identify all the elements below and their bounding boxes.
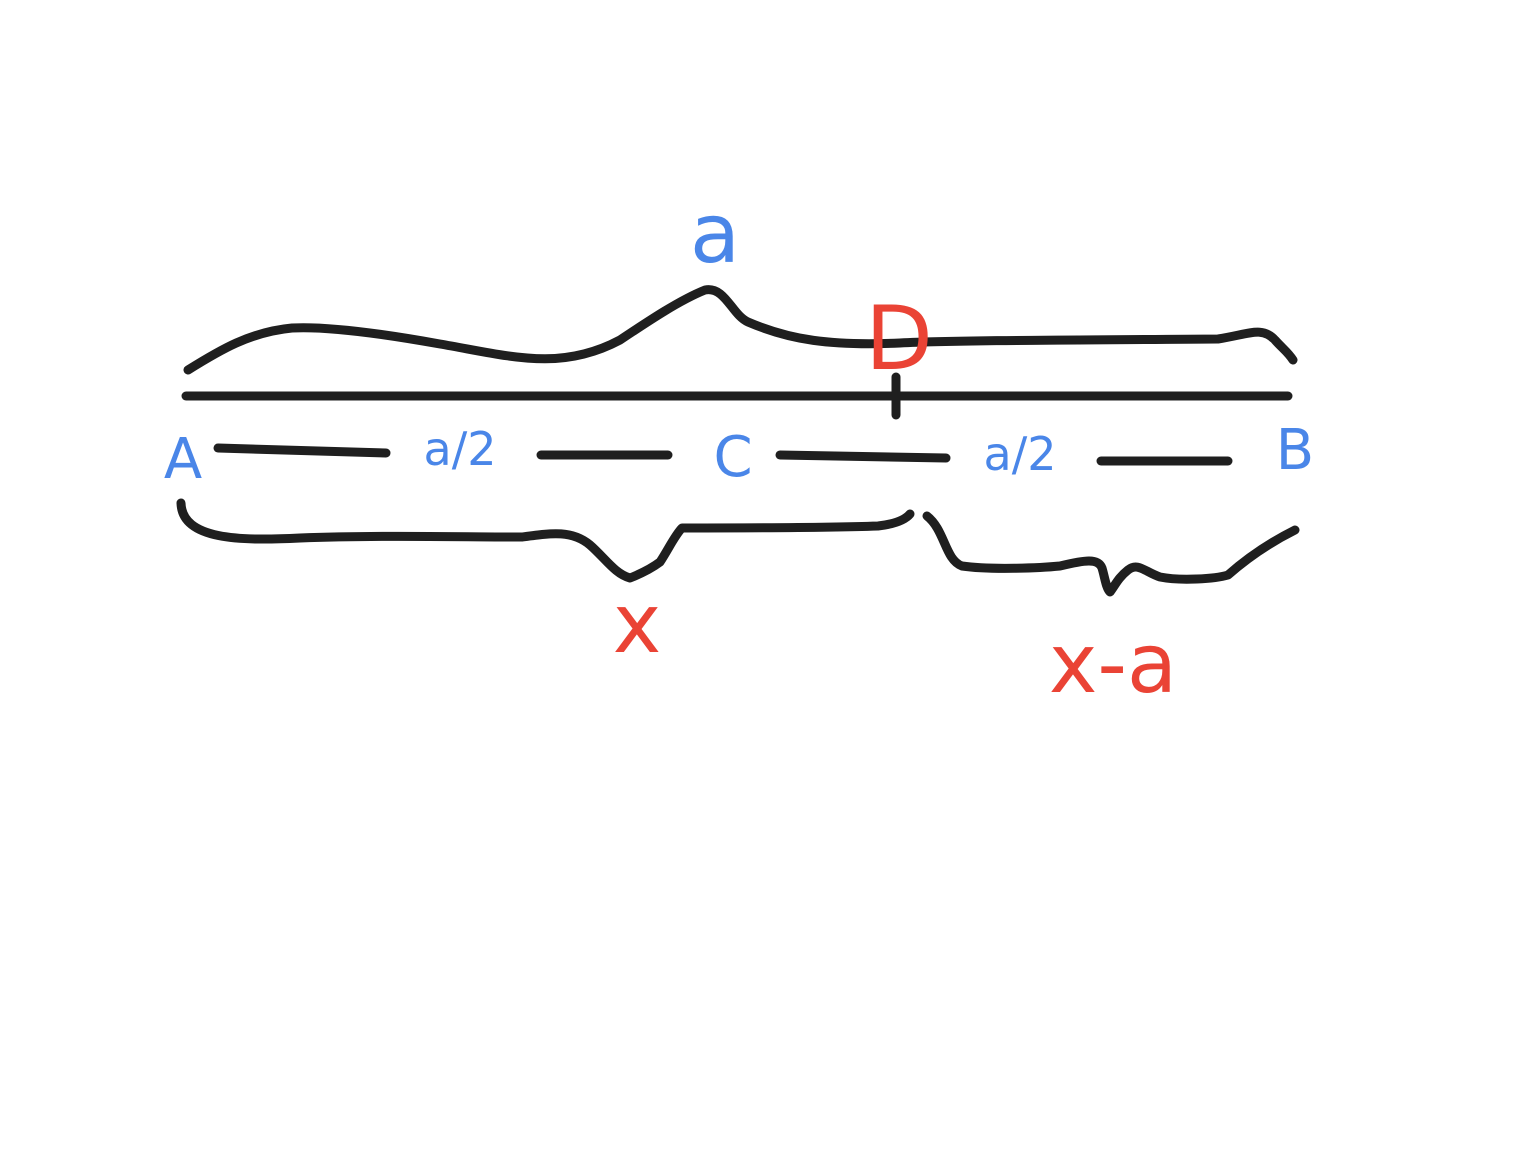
label-point-d: D [865, 287, 933, 390]
bottom-right-brace [922, 511, 1300, 597]
dash-3 [775, 450, 951, 463]
label-half-left: a/2 [424, 422, 497, 476]
label-point-b: B [1276, 418, 1314, 483]
label-bottom-left: x [613, 577, 662, 672]
bottom-left-brace [176, 498, 915, 583]
label-point-a: A [164, 427, 202, 492]
label-top-length: a [690, 187, 740, 282]
label-half-right: a/2 [984, 427, 1057, 481]
top-brace [183, 285, 1298, 375]
label-point-c: C [713, 425, 752, 490]
label-bottom-right: x-a [1049, 617, 1177, 712]
dash-1 [213, 443, 391, 458]
